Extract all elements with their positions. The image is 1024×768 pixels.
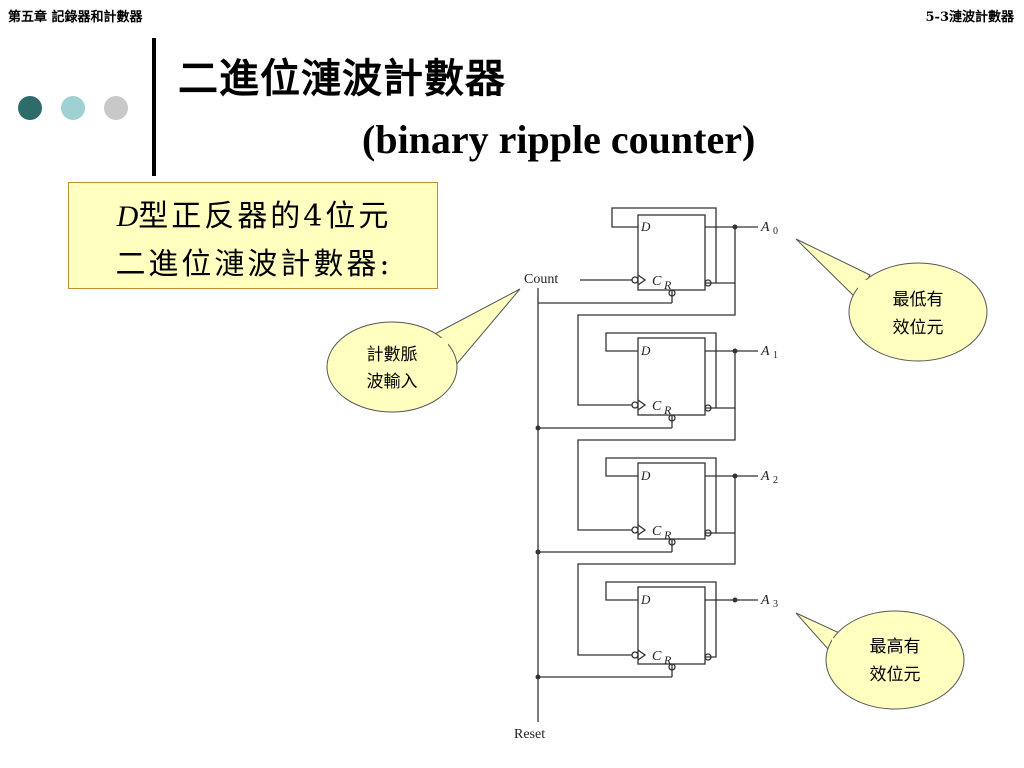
ff3-r-label: R <box>663 653 672 667</box>
ff1-r-label: R <box>663 403 672 417</box>
ff3-c-label: C <box>652 649 662 664</box>
output-a3-label: A <box>760 593 770 608</box>
decor-dot-teal <box>61 96 85 120</box>
callout-count-line-2: 波輸入 <box>367 372 418 392</box>
ff0-d-label: D <box>640 219 651 234</box>
callout-msb-line-2: 效位元 <box>870 665 921 685</box>
callout-lsb-line-2: 效位元 <box>893 318 944 338</box>
ff1-d-label: D <box>640 343 651 358</box>
chapter-header: 第五章 記錄器和計數器 <box>8 10 143 25</box>
reset-label: Reset <box>514 727 545 742</box>
ff2-r-label: R <box>663 528 672 542</box>
decor-dot-gray <box>104 96 128 120</box>
callout-count-line-1: 計數脈 <box>367 345 418 365</box>
callout-msb: 最高有 效位元 <box>795 610 965 710</box>
callout-lsb-line-1: 最低有 <box>893 290 944 310</box>
slide-title-chinese: 二進位漣波計數器 <box>178 55 506 102</box>
callout-lsb: 最低有 效位元 <box>795 238 988 362</box>
description-line-2: 二進位漣波計數器: <box>115 247 393 282</box>
callout-count-input: 計數脈 波輸入 <box>326 288 521 413</box>
ff1-c-label: C <box>652 399 662 414</box>
output-a1-sub: 1 <box>773 350 778 361</box>
count-label: Count <box>524 272 558 287</box>
output-a2-label: A <box>760 469 770 484</box>
output-a0-sub: 0 <box>773 226 778 237</box>
output-a2-sub: 2 <box>773 475 778 486</box>
section-header: 5-3漣波計數器 <box>925 10 1015 25</box>
output-a1-label: A <box>760 344 770 359</box>
ff2-c-label: C <box>652 524 662 539</box>
description-box: D型正反器的4位元 二進位漣波計數器: <box>68 182 438 289</box>
description-line-1-text: 型正反器的4位元 <box>138 199 392 234</box>
ff0-c-label: C <box>652 274 662 289</box>
ff2-d-label: D <box>640 468 651 483</box>
ff0-r-label: R <box>663 278 672 292</box>
slide-title-english: (binary ripple counter) <box>362 117 756 162</box>
ff3-d-label: D <box>640 592 651 607</box>
description-line-1: D型正反器的4位元 <box>69 191 439 235</box>
callout-msb-line-1: 最高有 <box>870 637 921 657</box>
decor-dot-dark <box>18 96 42 120</box>
d-letter: D <box>116 200 139 233</box>
output-a3-sub: 3 <box>773 599 778 610</box>
title-divider <box>152 38 156 176</box>
output-a0-label: A <box>760 220 770 235</box>
